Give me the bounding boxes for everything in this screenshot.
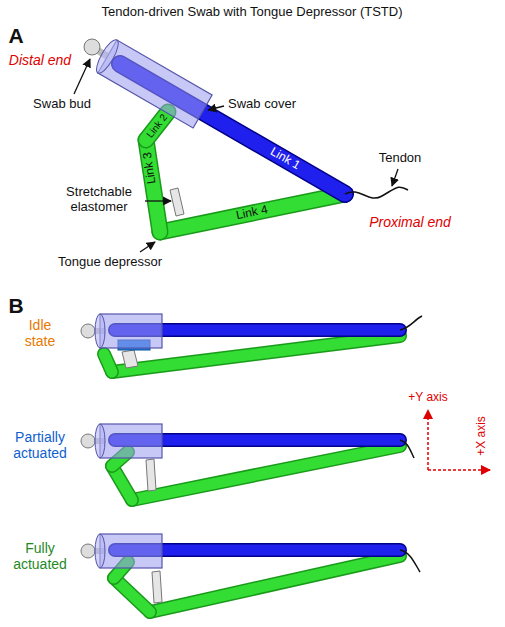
panel-a-drawing-part	[170, 188, 184, 216]
idle-state-drawing-part	[104, 354, 112, 372]
part-label: Tongue depressor	[58, 255, 162, 270]
part-label: Swab bud	[33, 97, 91, 112]
full-state-drawing-part	[400, 550, 420, 572]
part-label: Swab cover	[228, 97, 296, 112]
full-state-drawing-part	[81, 544, 95, 558]
state-label: Fully actuated	[5, 540, 75, 572]
state-label: Idle state	[15, 317, 65, 349]
panel-a-drawing	[84, 37, 408, 232]
idle-state-drawing-part	[95, 314, 105, 348]
leader-lines	[74, 59, 398, 252]
panel-a-drawing-part-part	[93, 37, 122, 76]
axis-arrows-part	[427, 410, 429, 470]
panel-letter: B	[8, 294, 23, 318]
full-state-drawing-part	[150, 556, 400, 612]
leader-lines-part	[392, 169, 398, 186]
full-state-drawing-part	[150, 556, 400, 612]
idle-state-drawing-part	[104, 354, 112, 372]
panel-a-drawing-part	[345, 187, 408, 198]
idle-state-drawing-part	[100, 314, 162, 348]
axis-arrows	[428, 410, 490, 470]
partial-state-drawing-part	[146, 459, 156, 491]
axis-arrows-part	[428, 469, 490, 471]
idle-state-drawing	[81, 314, 422, 372]
full-state-drawing-part	[152, 571, 162, 603]
partial-state-drawing-part	[95, 424, 105, 458]
panel-a-drawing-part	[160, 194, 345, 232]
full-state-drawing-part	[95, 534, 105, 568]
partial-state-drawing-part	[132, 446, 400, 500]
idle-state-drawing-part	[400, 316, 422, 330]
link-label: Link 3	[141, 151, 159, 185]
end-label: Proximal end	[369, 214, 451, 230]
partial-state-drawing-part	[132, 446, 400, 500]
leader-lines-part	[208, 106, 224, 110]
full-state-drawing-part	[114, 578, 150, 612]
idle-state-drawing-part	[122, 350, 138, 368]
partial-state-drawing-part	[400, 440, 414, 458]
part-label: Tendon	[379, 151, 422, 166]
part-label: Stretchable elastomer	[56, 185, 142, 215]
link-label: Link 1	[268, 145, 303, 173]
figure-title: Tendon-driven Swab with Tongue Depressor…	[101, 5, 402, 20]
link-label: Link 4	[235, 203, 269, 223]
leader-lines-part	[145, 200, 171, 201]
partial-state-drawing	[81, 424, 414, 500]
leader-lines-part	[74, 59, 90, 94]
panel-letter: A	[8, 24, 23, 48]
panel-a-drawing-part	[160, 194, 345, 232]
end-label: Distal end	[9, 52, 71, 68]
full-state-drawing	[81, 534, 420, 612]
leader-lines-part	[140, 242, 155, 252]
partial-state-drawing-part	[100, 424, 162, 458]
full-state-drawing-part	[100, 534, 162, 568]
panel-a-drawing-part	[93, 37, 212, 128]
state-label: Partially actuated	[5, 429, 75, 461]
axis-label: +Y axis	[408, 391, 447, 405]
partial-state-drawing-part	[81, 434, 95, 448]
panel-a-drawing-part	[84, 39, 100, 55]
link-label: Link 2	[144, 112, 169, 140]
idle-state-drawing-part	[81, 324, 95, 338]
axis-label: +X axis	[475, 416, 489, 456]
full-state-drawing-part	[114, 578, 150, 612]
